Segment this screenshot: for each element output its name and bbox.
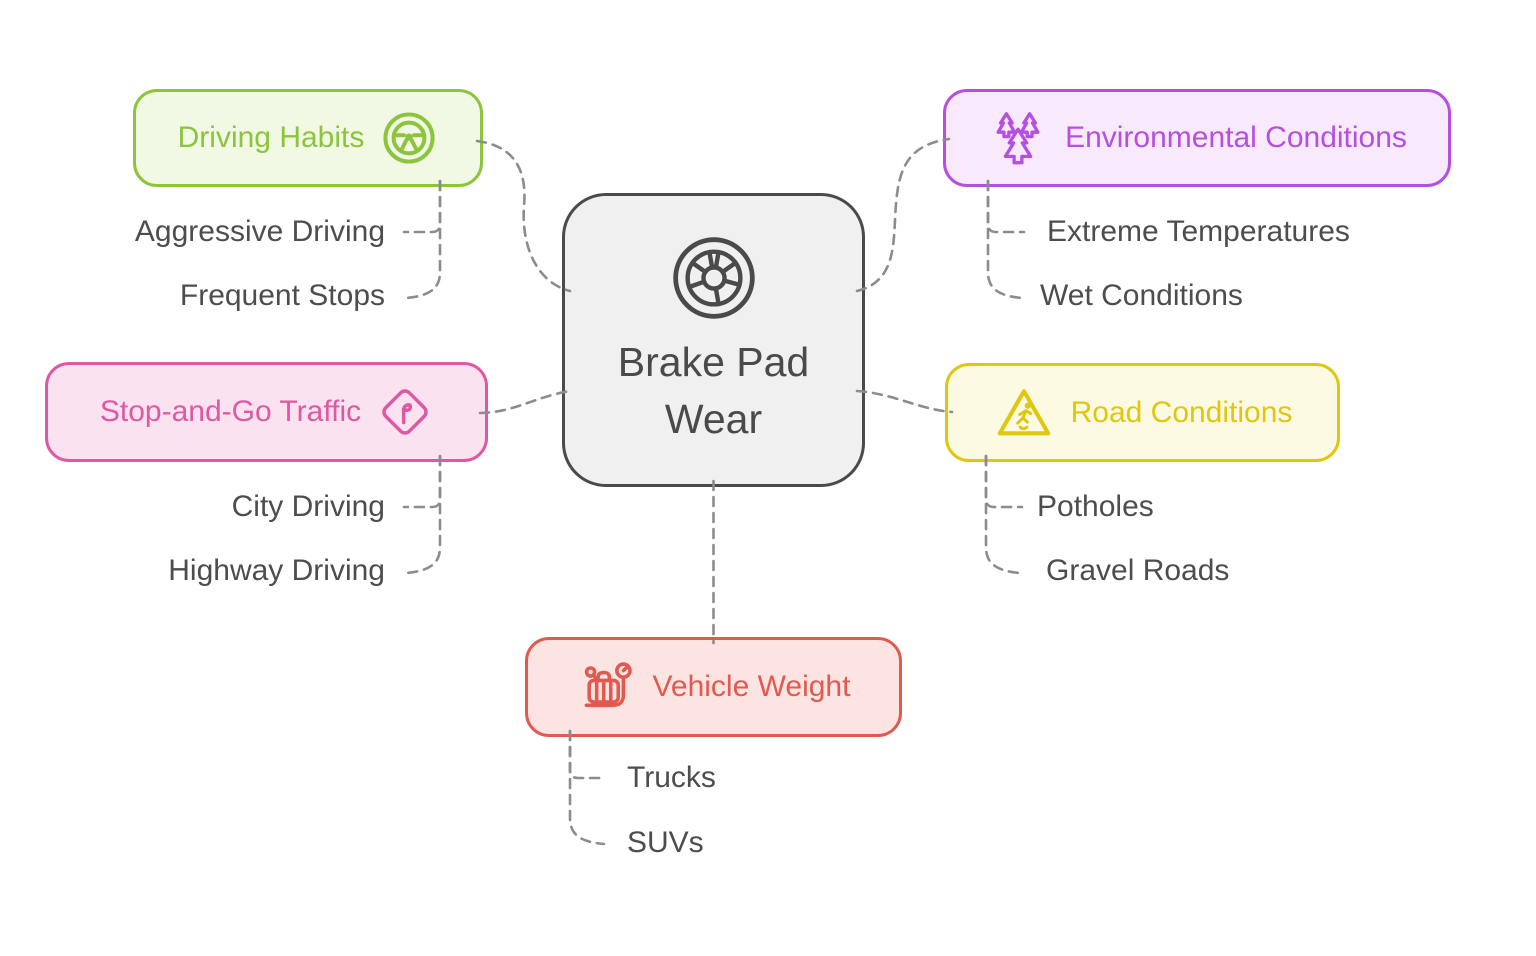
connector-driving-habits-center — [475, 139, 572, 293]
pine-trees-icon — [996, 112, 1040, 165]
steering-wheel-icon — [383, 112, 435, 164]
child-node-gravel-roads[interactable]: Gravel Roads — [1046, 554, 1230, 587]
connector-extreme-temperatures — [986, 179, 1026, 234]
branch-node-environmental-conditions[interactable]: Environmental Conditions — [943, 89, 1451, 187]
child-node-suvs[interactable]: SUVs — [627, 826, 704, 859]
center-node-label: Brake Pad Wear — [617, 339, 810, 442]
route-sign-icon — [382, 389, 428, 435]
connector-trucks — [568, 729, 602, 780]
child-node-trucks[interactable]: Trucks — [627, 761, 716, 794]
child-node-city-driving[interactable]: City Driving — [231, 490, 385, 523]
connector-center-road-conditions — [855, 389, 954, 414]
branch-label-stop-and-go-traffic: Stop-and-Go Traffic — [99, 395, 362, 428]
connector-potholes — [984, 454, 1024, 509]
connector-frequent-stops — [404, 179, 442, 300]
connector-city-driving — [402, 454, 442, 509]
connector-center-environmental — [855, 137, 951, 293]
child-node-frequent-stops[interactable]: Frequent Stops — [179, 279, 385, 312]
center-node-brake-pad-wear[interactable]: Brake Pad Wear — [562, 193, 865, 487]
child-node-potholes[interactable]: Potholes — [1037, 490, 1154, 523]
slippery-warning-icon — [997, 388, 1050, 435]
child-node-extreme-temperatures[interactable]: Extreme Temperatures — [1047, 215, 1350, 248]
branch-label-driving-habits: Driving Habits — [177, 121, 365, 154]
branch-node-road-conditions[interactable]: Road Conditions — [945, 363, 1340, 462]
luggage-scale-icon — [584, 662, 632, 708]
wheel-icon — [672, 237, 755, 320]
branch-label-environmental-conditions: Environmental Conditions — [1065, 121, 1407, 154]
connector-gravel-roads — [984, 454, 1022, 575]
connector-stop-and-go-center — [478, 389, 572, 415]
child-node-wet-conditions[interactable]: Wet Conditions — [1040, 279, 1243, 312]
connector-suvs — [568, 729, 606, 846]
connector-highway-driving — [404, 454, 442, 575]
connector-aggressive-driving — [402, 179, 442, 234]
branch-node-vehicle-weight[interactable]: Vehicle Weight — [525, 637, 902, 737]
connector-wet-conditions — [986, 179, 1024, 300]
branch-node-stop-and-go-traffic[interactable]: Stop-and-Go Traffic — [45, 362, 488, 462]
branch-node-driving-habits[interactable]: Driving Habits — [133, 89, 483, 187]
child-node-highway-driving[interactable]: Highway Driving — [168, 554, 385, 587]
branch-label-road-conditions: Road Conditions — [1070, 395, 1293, 429]
branch-label-vehicle-weight: Vehicle Weight — [652, 670, 851, 703]
child-node-aggressive-driving[interactable]: Aggressive Driving — [134, 215, 385, 248]
